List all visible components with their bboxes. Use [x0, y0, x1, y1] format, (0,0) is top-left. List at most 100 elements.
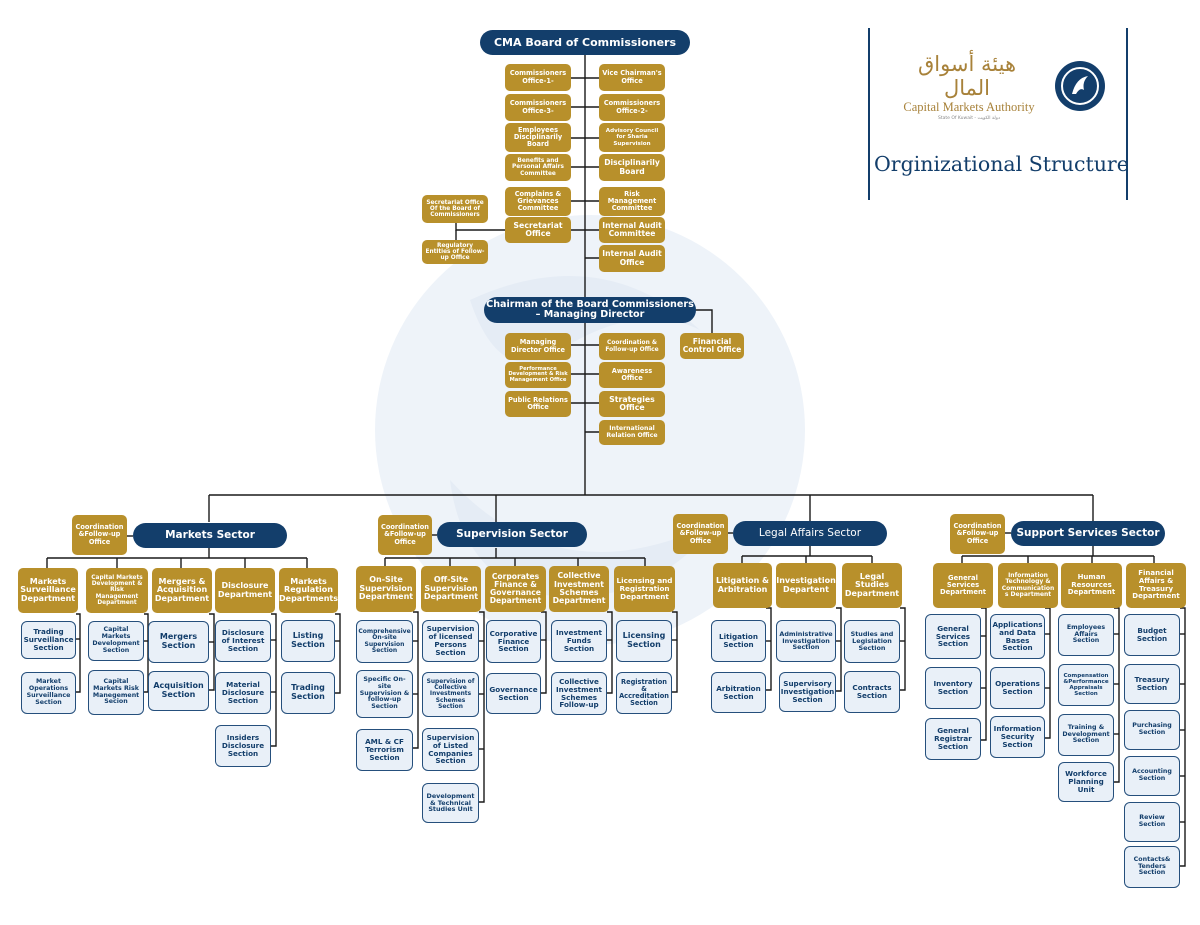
- cma-board-box: CMA Board of Commissioners: [480, 30, 690, 55]
- markets-sector-box: Markets Sector: [133, 523, 287, 548]
- applications-box: Applications and Data Bases Section: [990, 614, 1045, 659]
- general-services-box: General Services Section: [925, 614, 981, 659]
- employees-disciplinarily-board-box: Employees Disciplinarily Board: [505, 123, 571, 152]
- cm-risk-box: Capital Markets Risk Manegement Secion: [88, 670, 144, 715]
- cma-logo: هيئة أسواق المال Capital Markets Authori…: [868, 28, 1130, 203]
- chairman-box: Chairman of the Board Commissioners – Ma…: [484, 297, 696, 323]
- public-relations-office-box: Public Relations Office: [505, 391, 571, 417]
- logo-left-divider: [868, 28, 870, 200]
- investment-funds-box: Investment Funds Section: [551, 620, 607, 662]
- studies-legislation-box: Studies and Legislation Section: [844, 620, 900, 663]
- litigation-dept-box: Litigation & Arbitration: [713, 563, 772, 608]
- complains-committee-box: Complains & Grievances Committee: [505, 187, 571, 216]
- international-relation-office-box: International Relation Office: [599, 420, 665, 445]
- cis-dept-box: Collective Investment Schemes Department: [549, 566, 609, 612]
- disclosure-dept-box: Disclosure Department: [215, 568, 275, 613]
- trading-section-box: Trading Section: [281, 672, 335, 714]
- comprehensive-section-box: Comprehensive On-site Supervision Sectio…: [356, 620, 413, 663]
- commissioners-office-3-box: Commissioners Office-3-: [505, 94, 571, 121]
- compensation-box: Compensation &Performance Appraisals Sec…: [1058, 664, 1114, 706]
- workforce-box: Workforce Planning Unit: [1058, 762, 1114, 802]
- market-operations-box: Market Operations Surveillance Section: [21, 672, 76, 714]
- performance-office-box: Performance Development & Risk Managemen…: [505, 362, 571, 388]
- operations-box: Operations Section: [990, 667, 1045, 709]
- managing-director-office-box: Managing Director Office: [505, 333, 571, 360]
- hr-dept-box: Human Resources Department: [1061, 563, 1122, 608]
- financial-control-office-box: Financial Control Office: [680, 333, 744, 359]
- benefits-committee-box: Benefits and Personal Affairs Committee: [505, 154, 571, 181]
- mergers-section-box: Mergers Section: [148, 621, 209, 663]
- info-security-box: Information Security Section: [990, 716, 1045, 758]
- advisory-council-sharia-box: Advisory Council for Sharia Supervision: [599, 123, 665, 152]
- markets-surveillance-dept-box: Markets Surveillance Department: [18, 568, 78, 613]
- logo-arabic-name: هيئة أسواق المال: [917, 52, 1017, 100]
- insiders-disclosure-box: Insiders Disclosure Section: [215, 725, 271, 767]
- registration-section-box: Registration & Accreditation Section: [616, 672, 672, 714]
- litigation-section-box: Litigation Section: [711, 620, 766, 662]
- vice-chairman-office-box: Vice Chairman's Office: [599, 64, 665, 91]
- governance-box: Governance Section: [486, 673, 541, 714]
- supervision-coordination-box: Coordination &Follow-up Office: [378, 515, 432, 555]
- offsite-dept-box: Off-Site Supervision Department: [421, 566, 481, 612]
- licensed-persons-box: Supervision of licensed Persons Section: [422, 620, 479, 662]
- commissioners-office-1-box: Commissioners Office-1-: [505, 64, 571, 91]
- mergers-dept-box: Mergers & Acquisition Department: [152, 568, 212, 613]
- general-services-dept-box: General Services Department: [933, 563, 993, 608]
- material-disclosure-box: Material Disclosure Section: [215, 672, 271, 714]
- licensing-dept-box: Licensing and Registration Department: [614, 566, 675, 612]
- cma-emblem-icon: [1055, 61, 1105, 111]
- regulatory-entities-box: Regulatory Entities of Follow-up Office: [422, 240, 488, 264]
- contacts-tenders-box: Contacts& Tenders Section: [1124, 846, 1180, 888]
- aml-section-box: AML & CF Terrorism Section: [356, 729, 413, 771]
- logo-right-divider: [1126, 28, 1128, 200]
- inventory-box: Inventory Section: [925, 667, 981, 709]
- disciplinarily-board-box: Disciplinarily Board: [599, 154, 665, 181]
- logo-english-name: Capital Markets Authority: [903, 100, 1035, 114]
- investigation-dept-box: Investigation Departent: [776, 563, 836, 608]
- finance-dept-box: Financial Affairs & Treasury Department: [1126, 563, 1186, 608]
- licensing-section-box: Licensing Section: [616, 620, 672, 662]
- cm-risk-dept-box: Capital Markets Development & Risk Manag…: [86, 568, 148, 613]
- onsite-dept-box: On-Site Supervision Department: [356, 566, 416, 612]
- legal-sector-box: Legal Affairs Sector: [733, 521, 887, 546]
- it-dept-box: Information Technology & Communication s…: [998, 563, 1058, 608]
- specific-section-box: Specific On-site Supervision & follow-up…: [356, 670, 413, 718]
- cis-followup-box: Collective Investment Schemes Follow-up: [551, 672, 607, 715]
- development-studies-box: Development & Technical Studies Unit: [422, 783, 479, 823]
- internal-audit-office-box: Internal Audit Office: [599, 245, 665, 272]
- secretariat-office-box: Secretariat Office: [505, 217, 571, 243]
- listed-companies-box: Supervision of Listed Companies Section: [422, 728, 479, 771]
- budget-box: Budget Section: [1124, 614, 1180, 656]
- acquisition-section-box: Acquisition Section: [148, 671, 209, 711]
- commissioners-office-2-box: Commissioners Office-2-: [599, 94, 665, 121]
- legal-studies-dept-box: Legal Studies Department: [842, 563, 902, 608]
- coordination-office-box: Coordination & Follow-up Office: [599, 333, 665, 360]
- support-sector-box: Support Services Sector: [1011, 521, 1165, 546]
- support-coordination-box: Coordination &Follow-up Office: [950, 514, 1005, 554]
- purchasing-box: Purchasing Section: [1124, 710, 1180, 750]
- contracts-section-box: Contracts Section: [844, 671, 900, 713]
- logo-state-line: State Of Kuwait - دولة الكويت: [938, 116, 1000, 121]
- internal-audit-committee-box: Internal Audit Committee: [599, 217, 665, 243]
- chart-title: Orginizational Structure: [874, 152, 1129, 176]
- secretariat-office-board-box: Secretariat Office Of the Board of Commi…: [422, 195, 488, 223]
- corporate-finance-box: Corporative Finance Section: [486, 620, 541, 663]
- accounting-box: Accounting Section: [1124, 756, 1180, 796]
- employees-affairs-box: Employees Affairs Section: [1058, 614, 1114, 656]
- strategies-office-box: Strategies Office: [599, 391, 665, 417]
- cm-development-box: Capital Markets Development Section: [88, 621, 144, 661]
- supervision-sector-box: Supervision Sector: [437, 522, 587, 547]
- listing-section-box: Listing Section: [281, 620, 335, 662]
- markets-coordination-box: Coordination &Follow-up Office: [72, 515, 127, 555]
- collective-investments-box: Supervision of Collective Investments Sc…: [422, 672, 479, 717]
- arbitration-section-box: Arbitration Section: [711, 672, 766, 713]
- admin-investigation-box: Administrative Investigation Section: [776, 620, 836, 662]
- supervisory-investigation-box: Supervisory Investigation Section: [779, 672, 836, 712]
- risk-committee-box: Risk Management Committee: [599, 187, 665, 216]
- review-box: Review Section: [1124, 802, 1180, 842]
- training-box: Training & Development Section: [1058, 714, 1114, 756]
- treasury-box: Treasury Section: [1124, 664, 1180, 704]
- awareness-office-box: Awareness Office: [599, 362, 665, 388]
- markets-regulation-dept-box: Markets Regulation Departments: [279, 568, 338, 613]
- corporates-dept-box: Corporates Finance & Governance Departme…: [485, 566, 546, 612]
